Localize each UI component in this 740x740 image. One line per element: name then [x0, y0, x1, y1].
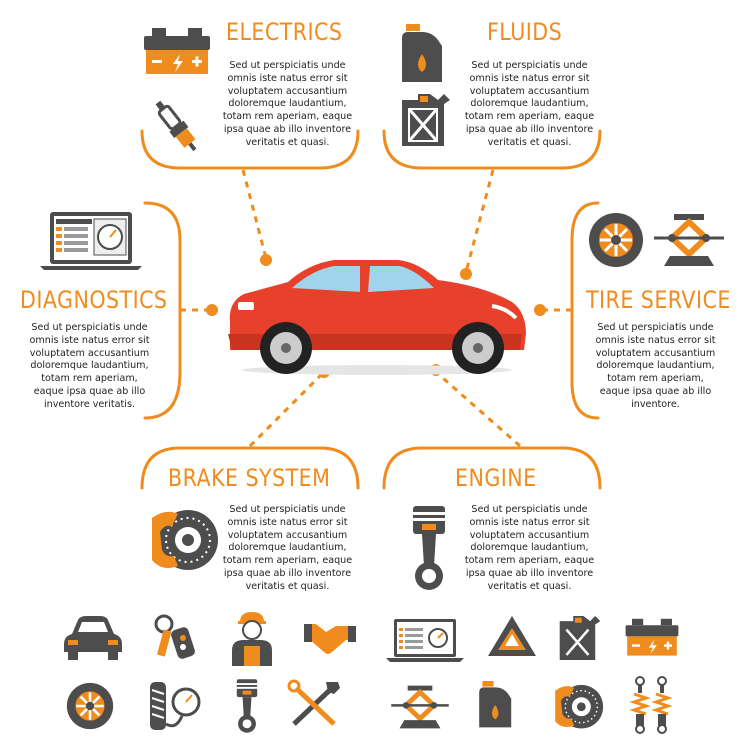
tire-service-text: Sed ut perspiciatis unde omnis iste natu…: [595, 322, 716, 410]
car-jack-icon: [654, 214, 724, 266]
diagnostics-title: DIAGNOSTICS: [20, 286, 168, 314]
wrench-icon: [287, 679, 340, 726]
warning-triangle-icon: [488, 616, 536, 656]
shock-absorber-icon: [629, 676, 673, 734]
engine-title: ENGINE: [455, 464, 537, 492]
mechanic-icon: [232, 612, 272, 666]
brake-disc-icon: [555, 684, 604, 729]
tire-pressure-gauge-icon: [150, 682, 201, 730]
oil-canister-icon: [479, 681, 512, 728]
jerrycan-icon: [402, 94, 450, 146]
electrics-title: ELECTRICS: [226, 18, 343, 46]
battery-icon: [625, 618, 679, 656]
engine-frame: [382, 446, 602, 490]
piston-icon: [413, 506, 445, 590]
oil-canister-icon: [402, 24, 442, 82]
electrics-frame: [140, 129, 360, 170]
car-key-icon: [154, 614, 195, 659]
tire-icon: [66, 682, 114, 730]
fluids-frame: [382, 129, 602, 170]
engine-text: Sed ut perspiciatis unde omnis iste natu…: [464, 504, 595, 592]
jerrycan-icon: [559, 616, 601, 660]
red-sedan-car: [228, 260, 526, 375]
tire-icon: [589, 213, 643, 267]
brake-system-text: Sed ut perspiciatis unde omnis iste natu…: [222, 504, 353, 592]
fluids-text: Sed ut perspiciatis unde omnis iste natu…: [464, 60, 595, 148]
brake-frame: [140, 446, 360, 490]
brake-disc-icon: [152, 510, 218, 570]
fluids-title: FLUIDS: [487, 18, 563, 46]
spark-plug-icon: [155, 100, 197, 152]
piston-icon: [236, 679, 258, 733]
car-front-icon: [64, 616, 122, 660]
diagnostics-frame: [143, 201, 182, 420]
electrics-text: Sed ut perspiciatis unde omnis iste natu…: [222, 60, 353, 148]
handshake-icon: [304, 624, 356, 654]
battery-icon: [144, 28, 210, 74]
brake-system-title: BRAKE SYSTEM: [168, 464, 331, 492]
car-jack-icon: [391, 685, 449, 729]
laptop-diagnostics-icon: [386, 619, 464, 662]
tire-service-title: TIRE SERVICE: [586, 286, 731, 314]
laptop-diagnostics-icon: [40, 212, 142, 270]
diagnostics-text: Sed ut perspiciatis unde omnis iste natu…: [29, 322, 150, 410]
